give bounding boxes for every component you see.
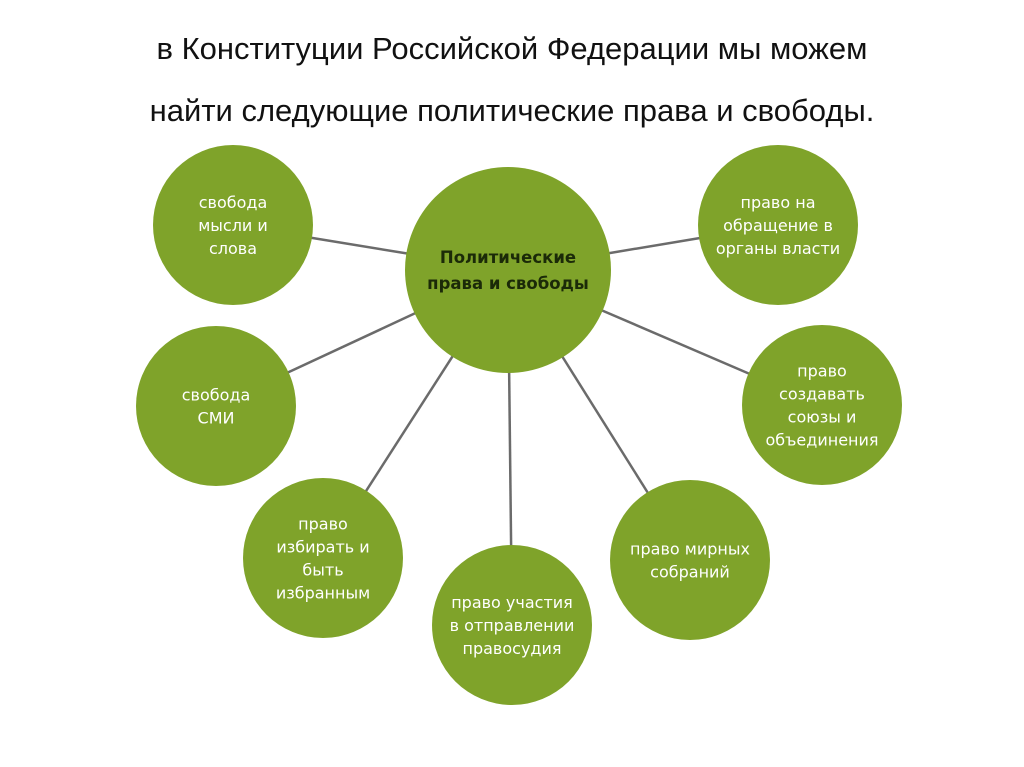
node-right-to-unions-label-line: союзы и: [788, 408, 857, 427]
node-right-to-appeal-label-line: обращение в: [723, 216, 833, 235]
node-right-to-justice-label-line: правосудия: [463, 639, 562, 658]
node-right-to-vote-label-line: право: [298, 515, 348, 534]
node-right-to-appeal-label: право на обращение в органы власти: [716, 193, 840, 258]
center-node-label: Политические права и свободы: [427, 248, 589, 293]
node-right-to-assembly-label-line: право мирных: [630, 540, 750, 559]
node-right-to-appeal: право на обращение в органы власти: [698, 145, 858, 305]
node-right-to-vote-label-line: избирать и: [276, 538, 369, 557]
node-right-to-unions-label-line: право: [797, 362, 847, 381]
node-right-to-appeal-label-line: органы власти: [716, 239, 840, 258]
node-circle: [610, 480, 770, 640]
nodes: свобода мысли и слова право на обращение в ор…: [136, 145, 902, 705]
connector-right-to-vote: [363, 352, 456, 495]
connector-right-to-appeal: [605, 236, 704, 255]
node-right-to-vote: право избирать и быть избранным: [243, 478, 403, 638]
node-right-to-vote-label-line: быть: [302, 561, 343, 580]
node-right-to-vote-label: право избирать и быть избранным: [276, 515, 370, 603]
node-circle: [153, 145, 313, 305]
node-right-to-assembly-label: право мирных собраний: [630, 540, 750, 582]
connector-right-to-unions: [598, 307, 753, 377]
node-freedom-of-thought-label-line: свобода: [199, 193, 268, 212]
node-circle: [432, 545, 592, 705]
center-circle: [405, 167, 611, 373]
connector-freedom-of-media: [284, 310, 419, 376]
node-circle: [136, 326, 296, 486]
node-right-to-unions-label: право создавать союзы и объединения: [765, 362, 878, 450]
connectors: [284, 236, 753, 550]
node-right-to-justice: право участия в отправлении правосудия: [432, 545, 592, 705]
node-right-to-assembly-label-line: собраний: [650, 563, 730, 582]
node-circle: [742, 325, 902, 485]
node-right-to-justice-label-line: в отправлении: [450, 616, 575, 635]
center-node-label-line: права и свободы: [427, 274, 589, 293]
node-right-to-justice-label: право участия в отправлении правосудия: [450, 593, 575, 658]
connector-right-to-assembly: [559, 353, 651, 497]
node-circle: [243, 478, 403, 638]
heading-line-2: найти следующие политические права и сво…: [149, 93, 875, 128]
node-freedom-of-media-label-line: СМИ: [198, 409, 235, 428]
center-node-label-line: Политические: [440, 248, 576, 267]
connector-right-to-justice: [507, 368, 513, 550]
node-freedom-of-thought-label: свобода мысли и слова: [198, 193, 268, 258]
node-right-to-assembly: право мирных собраний: [610, 480, 770, 640]
node-right-to-appeal-label-line: право на: [741, 193, 816, 212]
node-right-to-unions-label-line: создавать: [779, 385, 865, 404]
node-right-to-unions-label-line: объединения: [765, 431, 878, 450]
connector-freedom-of-thought: [307, 236, 411, 256]
slide-heading: в Конституции Российской Федерации мы мо…: [0, 18, 1024, 142]
node-freedom-of-media-label-line: свобода: [182, 386, 251, 405]
node-circle: [698, 145, 858, 305]
node-right-to-justice-label-line: право участия: [451, 593, 573, 612]
node-right-to-unions: право создавать союзы и объединения: [742, 325, 902, 485]
center-node: Политические права и свободы: [405, 167, 611, 373]
node-freedom-of-thought: свобода мысли и слова: [153, 145, 313, 305]
heading-line-1: в Конституции Российской Федерации мы мо…: [156, 31, 868, 66]
node-right-to-vote-label-line: избранным: [276, 584, 370, 603]
node-freedom-of-thought-label-line: слова: [209, 239, 257, 258]
node-freedom-of-thought-label-line: мысли и: [198, 216, 268, 235]
